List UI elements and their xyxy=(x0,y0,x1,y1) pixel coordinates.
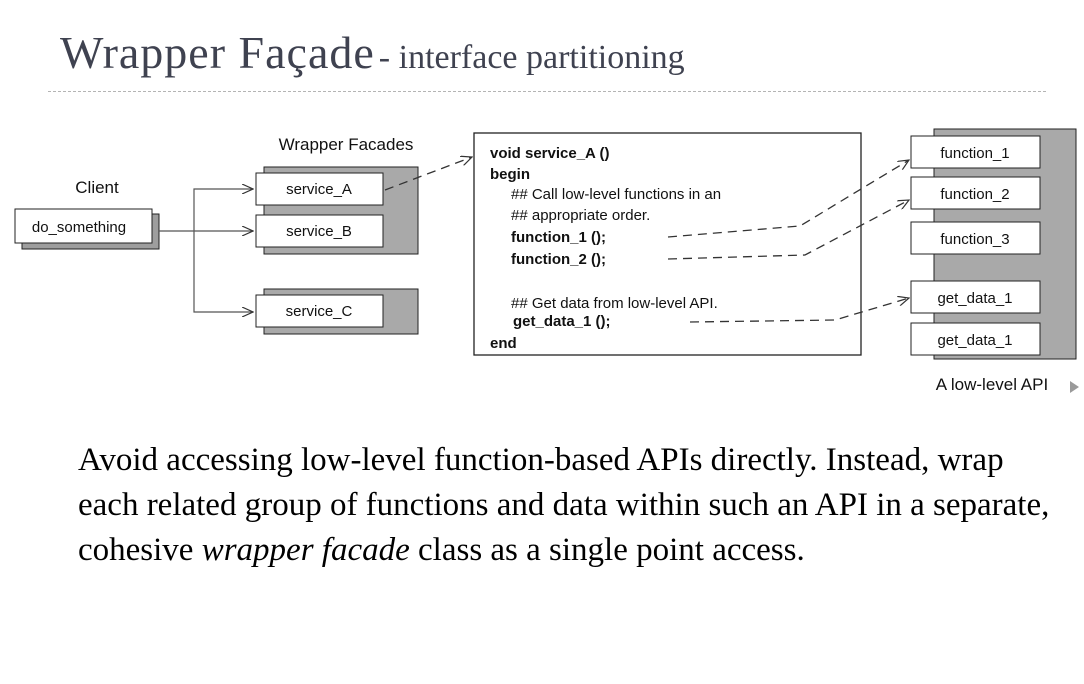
description-paragraph: Avoid accessing low-level function-based… xyxy=(78,438,1068,573)
slide-title: Wrapper Façade - interface partitioning xyxy=(60,26,685,79)
code-comment-1: ## Call low-level functions in an xyxy=(511,186,721,203)
service-a-label: service_A xyxy=(286,181,352,198)
code-to-api-arrows xyxy=(667,160,909,323)
service-a-box: service_A xyxy=(255,172,384,206)
code-call-function-1: function_1 (); xyxy=(511,229,606,246)
title-divider xyxy=(48,91,1046,92)
api-function-2-label: function_2 xyxy=(940,186,1009,203)
description-text-after: class as a single point access. xyxy=(409,532,805,568)
service-c-box: service_C xyxy=(255,294,384,328)
client-box: do_something xyxy=(14,208,160,250)
client-connectors xyxy=(159,189,253,312)
call-get-data-arrow xyxy=(689,298,909,323)
service-b-box: service_B xyxy=(255,214,384,248)
code-comment-2: ## appropriate order. xyxy=(511,207,650,224)
client-label: Client xyxy=(75,178,119,197)
call-function-1-arrow xyxy=(667,160,909,238)
code-lines: void service_A () begin ## Call low-leve… xyxy=(490,145,721,352)
service-b-label: service_B xyxy=(286,223,352,240)
service-c-label: service_C xyxy=(286,303,353,320)
code-call-get-data: get_data_1 (); xyxy=(513,313,611,330)
api-get-data-1-box: get_data_1 xyxy=(910,280,1041,314)
call-function-2-arrow xyxy=(667,200,909,260)
api-function-2-box: function_2 xyxy=(910,176,1041,210)
title-main: Wrapper Façade xyxy=(60,27,375,78)
wrapper-facade-diagram: Client do_something Wrapper Facades serv… xyxy=(14,128,1077,394)
client-method-label: do_something xyxy=(32,219,126,236)
description-emphasis: wrapper facade xyxy=(201,532,410,568)
code-box xyxy=(473,132,862,356)
code-comment-3: ## Get data from low-level API. xyxy=(511,295,718,312)
slide-marker-icon xyxy=(1070,381,1079,393)
api-get-data-1-label: get_data_1 xyxy=(937,290,1012,307)
api-function-1-box: function_1 xyxy=(910,135,1041,169)
code-end: end xyxy=(490,335,517,352)
code-signature: void service_A () xyxy=(490,145,610,162)
api-function-3-box: function_3 xyxy=(910,221,1041,255)
api-get-data-1-second-box: get_data_1 xyxy=(910,322,1041,356)
wrapper-facades-label: Wrapper Facades xyxy=(279,135,414,154)
api-get-data-1-second-label: get_data_1 xyxy=(937,332,1012,349)
code-begin: begin xyxy=(490,166,530,183)
code-call-function-2: function_2 (); xyxy=(511,251,606,268)
low-level-api-label: A low-level API xyxy=(936,375,1048,394)
description-text-before: Avoid accessing low-level function-based… xyxy=(78,442,1050,568)
api-function-1-label: function_1 xyxy=(940,145,1009,162)
service-a-to-code-arrow xyxy=(384,157,472,191)
title-subtitle: - interface partitioning xyxy=(378,39,685,76)
api-function-3-label: function_3 xyxy=(940,231,1009,248)
